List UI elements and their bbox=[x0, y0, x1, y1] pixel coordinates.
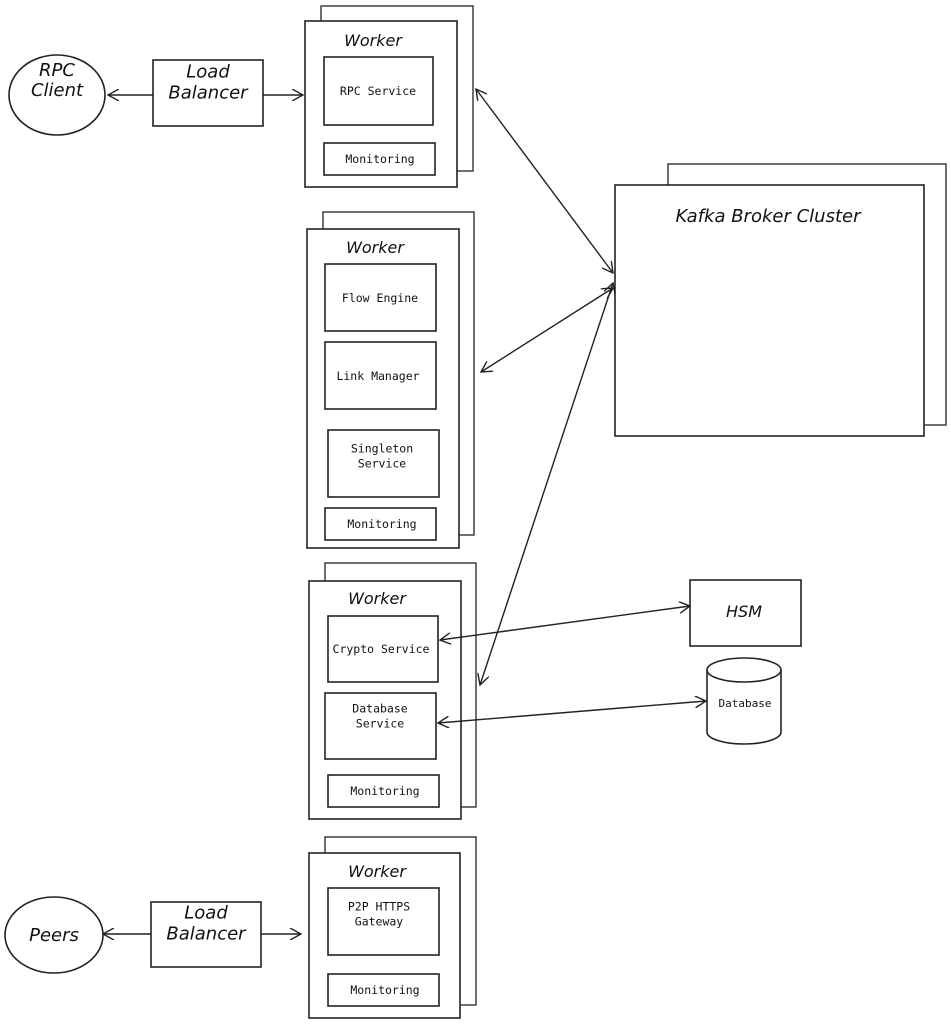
worker-4-monitoring-box bbox=[327, 973, 440, 1007]
worker-1: Worker RPC Service Monitoring bbox=[304, 5, 474, 188]
database-service-box bbox=[324, 692, 437, 760]
database: Database bbox=[706, 657, 782, 745]
singleton-service-box bbox=[327, 429, 440, 498]
database-label: Database bbox=[719, 697, 772, 710]
arrow-worker-1-kafka bbox=[476, 89, 613, 273]
worker-3-title: Worker bbox=[348, 589, 407, 608]
worker-3-monitoring-box bbox=[327, 774, 440, 808]
arrow-crypto-hsm bbox=[440, 606, 690, 640]
worker-2-title: Worker bbox=[346, 238, 405, 257]
worker-2-monitoring-label: Monitoring bbox=[347, 517, 416, 531]
kafka-broker-cluster: Kafka Broker Cluster bbox=[614, 163, 947, 437]
p2p-https-gateway-box bbox=[327, 887, 440, 956]
worker-4-title: Worker bbox=[348, 862, 407, 881]
hsm-label: HSM bbox=[726, 602, 762, 621]
peers-label: Peers bbox=[29, 925, 79, 946]
arrow-worker-3-kafka bbox=[480, 283, 613, 685]
flow-engine-box bbox=[324, 263, 437, 332]
worker-1-monitoring-label: Monitoring bbox=[345, 152, 414, 166]
worker-2: Worker Flow Engine Link Manager Singleto… bbox=[306, 211, 475, 549]
flow-engine-label: Flow Engine bbox=[342, 291, 418, 305]
worker-3-monitoring-label: Monitoring bbox=[350, 784, 419, 798]
rpc-service-label: RPC Service bbox=[340, 84, 416, 98]
kafka-title: Kafka Broker Cluster bbox=[676, 206, 863, 227]
worker-4-monitoring-label: Monitoring bbox=[350, 983, 419, 997]
hsm: HSM bbox=[689, 579, 802, 647]
worker-2-monitoring-box bbox=[324, 507, 437, 541]
rpc-service-box bbox=[323, 56, 434, 126]
crypto-service-label: Crypto Service bbox=[333, 642, 430, 656]
arrow-worker-2-kafka bbox=[481, 288, 613, 372]
link-manager-box bbox=[324, 341, 437, 410]
crypto-service-box bbox=[327, 615, 439, 683]
arrow-database-service-database bbox=[438, 701, 706, 723]
worker-1-title: Worker bbox=[344, 31, 403, 50]
peers: Peers bbox=[4, 896, 104, 974]
link-manager-label: Link Manager bbox=[336, 369, 419, 383]
worker-1-monitoring-box bbox=[323, 142, 436, 176]
